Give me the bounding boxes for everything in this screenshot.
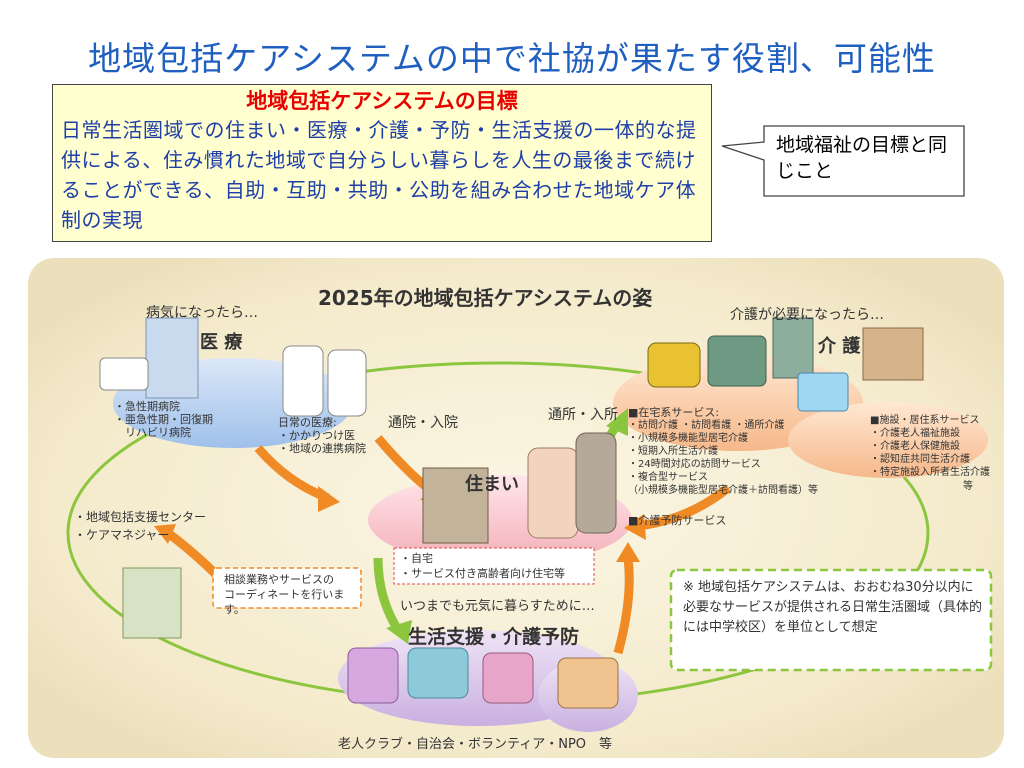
care-heading: 介 護 [818, 336, 861, 357]
arrow-label-hospital: 通院・入院 [388, 415, 458, 431]
facility-service-3: ・介護老人保健施設 [870, 441, 960, 452]
care-system-diagram: 2025年の地域包括ケアシステムの姿 病気になったら… 医 療 ・急性期病院 ・… [28, 258, 1004, 758]
support-center-1: ・地域包括支援センター [74, 510, 207, 524]
note-box: ※ 地域包括ケアシステムは、おおむね30分以内に必要なサービスが提供される日常生… [683, 580, 983, 635]
home-service-5: ・24時間対応の訪問サービス [628, 459, 761, 470]
facility-service-5: ・特定施設入所者生活介護 [870, 467, 990, 478]
housing-item-2: ・サービス付き高齢者向け住宅等 [400, 567, 565, 580]
hospital-type-2: ・亜急性期・回復期 [114, 413, 213, 426]
facility-service-4: ・認知症共同生活介護 [870, 454, 970, 465]
goal-body: 日常生活圏域での住まい・医療・介護・予防・生活支援の一体的な提供による、住み慣れ… [61, 118, 697, 232]
facility-service-2: ・介護老人福祉施設 [870, 428, 960, 439]
hospital-type-1: ・急性期病院 [114, 400, 180, 413]
diagram-background [28, 258, 1004, 758]
consult-bubble: 相談業務やサービスの コーディネートを行います。 [224, 573, 345, 616]
hospital-type-3: リハビリ病院 [114, 426, 191, 439]
slide-title: 地域包括ケアシステムの中で社協が果たす役割、可能性 [88, 39, 936, 78]
facility-service-1: ■施設・居住系サービス [870, 415, 980, 426]
housing-heading: 住まい [465, 474, 519, 495]
callout-shape [721, 125, 965, 197]
diagram-title: 2025年の地域包括ケアシステムの姿 [318, 286, 653, 310]
home-service-3: ・小規模多機能型居宅介護 [628, 433, 748, 444]
daily-medical-2: ・かかりつけ医 [278, 429, 356, 442]
housing-item-1: ・自宅 [400, 552, 433, 565]
home-service-7: （小規模多機能型居宅介護＋訪問看護）等 [628, 485, 818, 496]
daily-medical-1: 日常の医療: [278, 416, 337, 429]
prevention-service: ■介護予防サービス [628, 514, 727, 527]
support-center-2: ・ケアマネジャー [74, 528, 170, 542]
medical-caption: 病気になったら… [146, 305, 258, 321]
medical-heading: 医 療 [200, 332, 243, 353]
home-service-1: ■在宅系サービス: [628, 406, 720, 419]
home-service-6: ・複合型サービス [628, 472, 708, 483]
arrow-label-daycare: 通所・入所 [548, 407, 618, 423]
daily-medical-3: ・地域の連携病院 [278, 442, 366, 455]
home-service-2: ・訪問介護 ・訪問看護 ・通所介護 [628, 420, 785, 431]
living-heading: 生活支援・介護予防 [408, 626, 580, 648]
callout-text: 地域福祉の目標と同じこと [776, 134, 948, 182]
care-caption: 介護が必要になったら… [730, 307, 884, 323]
living-caption: いつまでも元気に暮らすために… [400, 599, 595, 614]
facility-service-etc: 等 [963, 481, 973, 492]
home-service-4: ・短期入所生活介護 [628, 446, 718, 457]
goal-heading: 地域包括ケアシステムの目標 [246, 89, 518, 113]
living-footer: 老人クラブ・自治会・ボランティア・NPO 等 [338, 737, 613, 752]
goal-box: 地域包括ケアシステムの目標 日常生活圏域での住まい・医療・介護・予防・生活支援の… [52, 84, 712, 242]
